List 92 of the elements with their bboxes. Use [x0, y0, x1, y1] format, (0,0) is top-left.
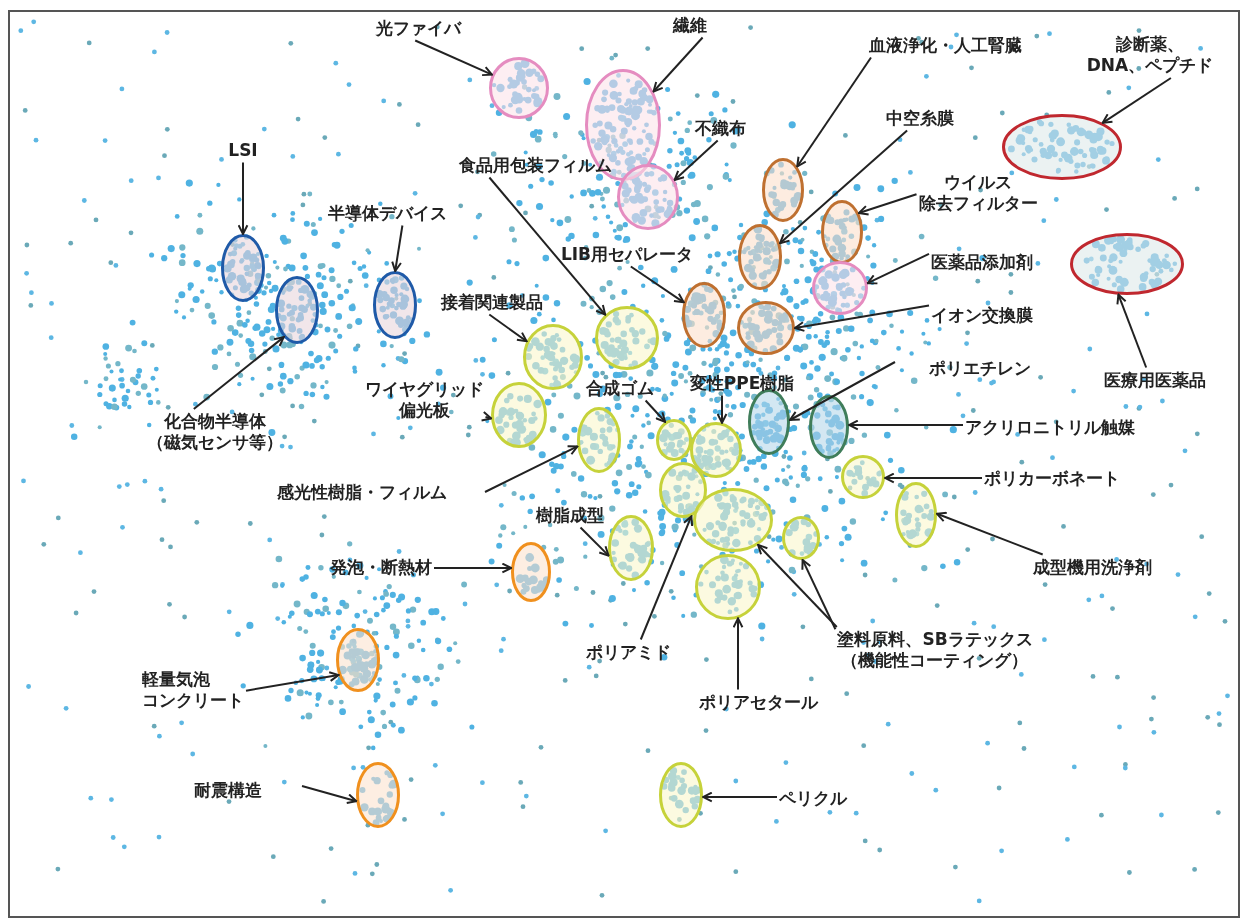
- arrow: [639, 515, 694, 641]
- callout-label: 医療用医薬品: [1104, 369, 1206, 391]
- cluster-ellipse: [695, 554, 761, 620]
- arrow: [848, 419, 964, 431]
- arrow: [866, 252, 930, 285]
- callout-label: LSI: [228, 139, 258, 161]
- cluster-ellipse: [356, 762, 400, 828]
- callout-label: 接着関連製品: [441, 291, 543, 313]
- callout-label: ポリアセタール: [698, 691, 818, 713]
- callout-label: 診断薬、DNA、ペプチド: [1086, 34, 1214, 76]
- cluster-ellipse: [221, 234, 265, 302]
- callout-label: 半導体デバイス: [327, 202, 447, 224]
- arrow: [789, 361, 896, 421]
- callout-label: 樹脂成型: [536, 504, 604, 526]
- callout-label: イオン交換膜: [931, 304, 1033, 326]
- callout-label: 血液浄化・人工腎臓: [868, 34, 1022, 56]
- arrow: [488, 176, 607, 316]
- cluster-ellipse: [841, 455, 885, 499]
- callout-label: ポリエチレン: [929, 357, 1031, 379]
- callout-label: 塗料原料、SBラテックス（機能性コーティング）: [837, 629, 1033, 671]
- cluster-ellipse: [762, 158, 804, 222]
- cluster-ellipse: [659, 762, 703, 828]
- cluster-ellipse: [1070, 233, 1184, 295]
- cluster-ellipse: [373, 271, 417, 339]
- callout-label: ウイルス除去フィルター: [918, 172, 1038, 214]
- arrow: [801, 558, 837, 631]
- cluster-ellipse: [659, 462, 707, 518]
- arrow: [245, 671, 340, 692]
- callout-label: 耐震構造: [194, 779, 262, 801]
- callout-label: 発泡・断熱材: [330, 556, 432, 578]
- arrow: [757, 543, 838, 628]
- arrow: [414, 39, 493, 77]
- callout-label: アクリロニトリル触媒: [965, 416, 1135, 438]
- arrow: [732, 617, 744, 691]
- cluster-ellipse: [738, 224, 782, 290]
- arrow: [1116, 293, 1148, 369]
- callout-label: 医薬品添加剤: [931, 251, 1033, 273]
- cluster-ellipse: [617, 164, 679, 230]
- arrow: [716, 394, 728, 424]
- cluster-ellipse: [608, 515, 654, 581]
- arrow: [237, 161, 249, 235]
- cluster-ellipse: [489, 57, 549, 119]
- callout-label: ペリクル: [779, 787, 847, 809]
- cluster-ellipse: [737, 301, 795, 355]
- cluster-ellipse: [275, 276, 319, 344]
- cluster-ellipse: [821, 200, 863, 264]
- callout-label: 不織布: [694, 117, 746, 139]
- arrow: [480, 411, 493, 422]
- cluster-ellipse: [523, 324, 583, 390]
- callout-label: 食品用包装フィルム: [458, 154, 612, 176]
- cluster-ellipse: [895, 482, 937, 548]
- callout-label: 化合物半導体（磁気センサ等）: [147, 411, 283, 453]
- arrow: [702, 791, 778, 803]
- callout-label: ワイヤグリッド偏光板: [364, 379, 484, 421]
- cluster-ellipse: [336, 628, 380, 692]
- arrow: [796, 56, 872, 168]
- cluster-ellipse: [491, 382, 547, 448]
- arrow: [488, 313, 528, 343]
- callout-label: LIB用セパレータ: [560, 243, 694, 265]
- arrow: [644, 399, 667, 423]
- cluster-ellipse: [690, 422, 742, 478]
- cluster-ellipse: [809, 395, 849, 459]
- arrow: [192, 336, 285, 410]
- arrow: [391, 224, 404, 272]
- arrow: [629, 265, 685, 304]
- cluster-ellipse: [782, 516, 820, 560]
- cluster-ellipse: [682, 282, 726, 348]
- callout-label: 軽量気泡コンクリート: [142, 669, 244, 711]
- callout-label: 繊維: [673, 14, 707, 36]
- cluster-ellipse: [812, 261, 868, 315]
- callout-label: 中空糸膜: [886, 107, 954, 129]
- arrow: [484, 445, 579, 493]
- callout-label: ポリカーボネート: [984, 467, 1120, 489]
- arrow: [936, 511, 1044, 556]
- arrow: [857, 193, 918, 216]
- arrow: [652, 36, 704, 93]
- cluster-ellipse: [656, 419, 692, 461]
- cluster-ellipse: [595, 306, 659, 370]
- cluster-ellipse: [693, 488, 773, 552]
- arrow: [884, 472, 983, 484]
- arrow: [779, 129, 909, 245]
- arrow: [1101, 77, 1172, 124]
- cluster-ellipse: [511, 542, 551, 602]
- callout-label: 感光性樹脂・フィルム: [277, 481, 447, 503]
- arrow: [301, 785, 358, 805]
- callout-label: 成型機用洗浄剤: [1032, 556, 1152, 578]
- callout-label: 光ファイバ: [375, 17, 461, 39]
- cluster-ellipse: [577, 407, 621, 473]
- callout-label: 合成ゴム: [586, 377, 654, 399]
- arrow: [433, 562, 513, 574]
- arrow: [579, 526, 610, 557]
- arrow: [794, 304, 930, 332]
